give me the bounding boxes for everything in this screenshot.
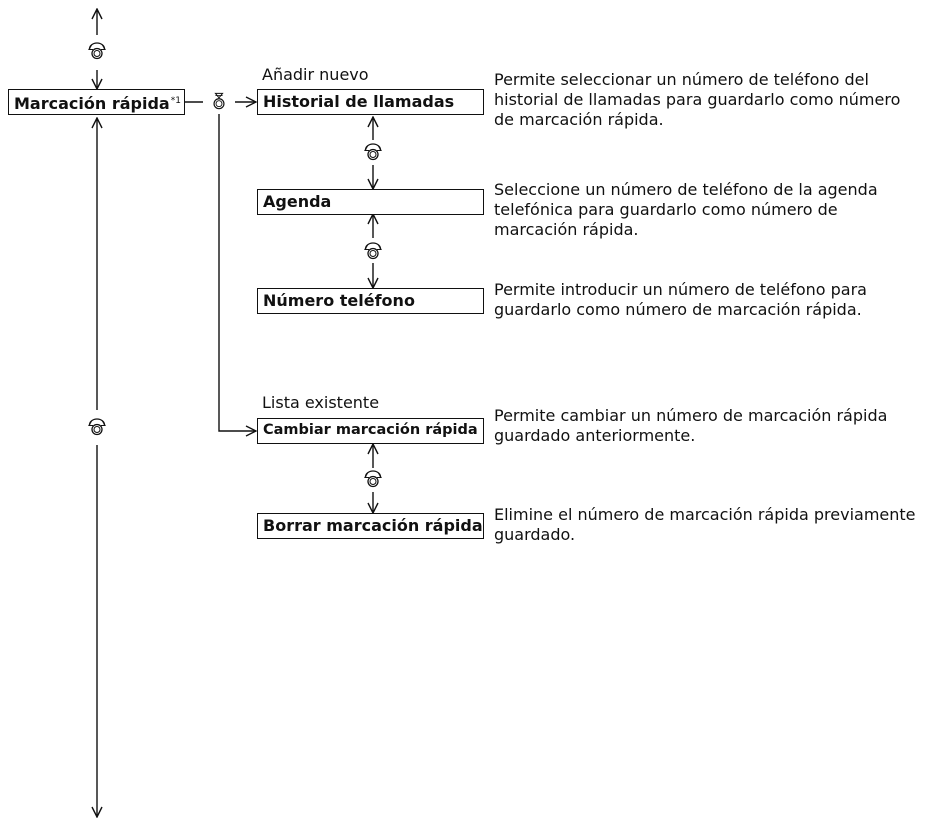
description-line: Elimine el número de marcación rápida pr… <box>494 505 916 524</box>
group-label-add-new: Añadir nuevo <box>262 65 369 84</box>
menu-item-cambiar-marcacion-rapida[interactable]: Cambiar marcación rápida <box>257 418 484 444</box>
description-line: telefónica para guardarlo como número de <box>494 200 838 219</box>
menu-item-label: Marcación rápida <box>14 94 170 113</box>
description-line: guardado anteriormente. <box>494 426 696 445</box>
press-knob-icon <box>213 92 225 110</box>
description-agenda: Seleccione un número de teléfono de la a… <box>494 180 878 240</box>
description-historial: Permite seleccionar un número de teléfon… <box>494 70 900 130</box>
rotate-knob-icon <box>364 242 382 260</box>
menu-item-numero-telefono[interactable]: Número teléfono <box>257 288 484 314</box>
description-line: Permite cambiar un número de marcación r… <box>494 406 888 425</box>
description-line: marcación rápida. <box>494 220 639 239</box>
rotate-knob-icon <box>364 143 382 161</box>
branch-to-existing <box>218 114 256 431</box>
rotate-knob-icon <box>88 418 106 436</box>
description-line: historial de llamadas para guardarlo com… <box>494 90 901 109</box>
rotate-knob-icon <box>364 470 382 488</box>
menu-item-historial-de-llamadas[interactable]: Historial de llamadas <box>257 89 484 115</box>
description-line: de marcación rápida. <box>494 110 664 129</box>
description-numero-telefono: Permite introducir un número de teléfono… <box>494 280 867 320</box>
group-label-existing: Lista existente <box>262 393 380 412</box>
description-borrar: Elimine el número de marcación rápida pr… <box>494 505 916 545</box>
footnote-marker: *1 <box>170 96 181 106</box>
menu-item-borrar-marcacion-rapida[interactable]: Borrar marcación rápida <box>257 513 484 539</box>
menu-item-marcacion-rapida[interactable]: Marcación rápida*1 <box>8 89 185 115</box>
description-cambiar: Permite cambiar un número de marcación r… <box>494 406 887 446</box>
description-line: guardarlo como número de marcación rápid… <box>494 300 862 319</box>
description-line: Permite seleccionar un número de teléfon… <box>494 70 869 89</box>
description-line: Permite introducir un número de teléfono… <box>494 280 867 299</box>
rotate-knob-icon <box>88 42 106 60</box>
description-line: Seleccione un número de teléfono de la a… <box>494 180 878 199</box>
menu-item-agenda[interactable]: Agenda <box>257 189 484 215</box>
description-line: guardado. <box>494 525 576 544</box>
